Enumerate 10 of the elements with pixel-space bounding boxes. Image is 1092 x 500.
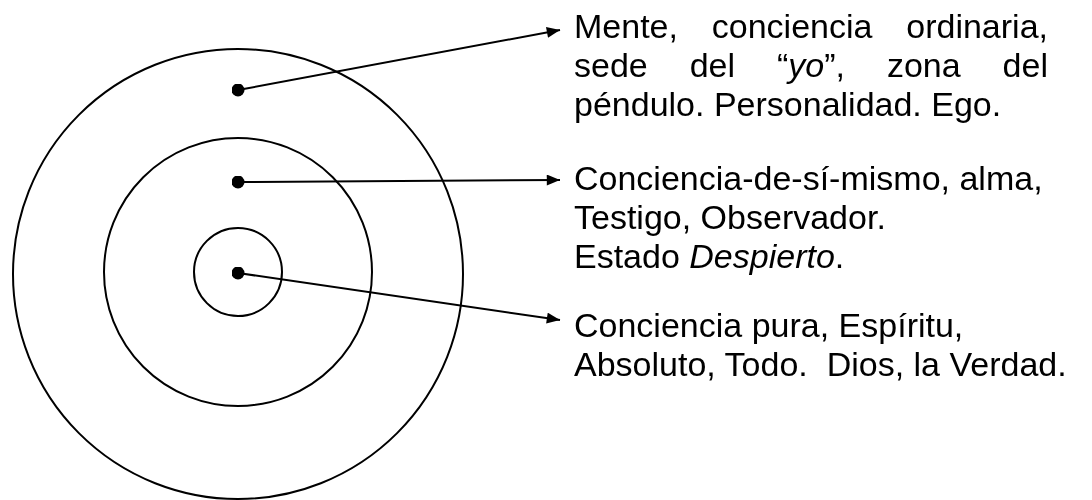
description-text: Mente, conciencia ordinaria, sede del “yo”, zona del péndulo. Personalidad. Ego. — [574, 7, 1048, 124]
description-text: Conciencia-de-sí-mismo, alma, Testigo, Observador. — [574, 159, 1044, 237]
ring — [103, 137, 373, 407]
description-text: Estado Despierto. — [574, 237, 846, 276]
ring — [12, 48, 464, 500]
description-text: Conciencia pura, Espíritu, Absoluto, Todo. Dios, la Verdad. — [574, 306, 1068, 384]
ring — [193, 227, 283, 317]
leader-line — [231, 174, 561, 189]
leader-line — [231, 27, 561, 97]
leader-line — [231, 266, 561, 324]
